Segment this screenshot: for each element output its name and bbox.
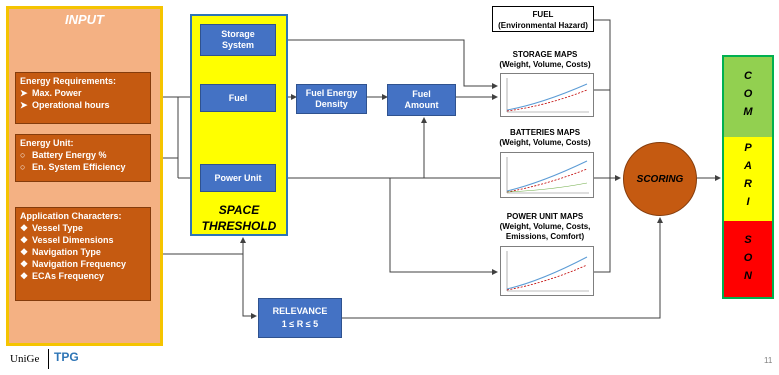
list-item: ❖ECAs Frequency bbox=[20, 271, 105, 281]
application-characters-box: Application Characters: ❖Vessel Type ❖Ve… bbox=[15, 207, 151, 301]
tpg-logo: TPG bbox=[54, 350, 79, 364]
arrow-bullet-icon: ➤ bbox=[20, 88, 28, 98]
scoring-circle: SCORING bbox=[623, 142, 697, 216]
list-item: ➤Max. Power bbox=[20, 88, 82, 98]
energy-requirements-heading: Energy Requirements: bbox=[20, 76, 117, 86]
storage-map-plot bbox=[500, 73, 594, 117]
unige-logo: UniGe bbox=[10, 353, 40, 365]
application-characters-heading: Application Characters: bbox=[20, 211, 122, 221]
power-unit-box: Power Unit bbox=[200, 164, 276, 192]
comparison-red-section: S O N bbox=[724, 221, 772, 297]
arrow-bullet-icon: ➤ bbox=[20, 100, 28, 110]
batteries-maps-title: BATTERIES MAPS (Weight, Volume, Costs) bbox=[499, 128, 591, 147]
relevance-box: RELEVANCE 1 ≤ R ≤ 5 bbox=[258, 298, 342, 338]
list-item: ❖Navigation Type bbox=[20, 247, 101, 257]
input-title: INPUT bbox=[65, 12, 104, 27]
diamond-bullet-icon: ❖ bbox=[20, 235, 29, 245]
power-unit-maps-title: POWER UNIT MAPS (Weight, Volume, Costs, … bbox=[499, 212, 591, 241]
fuel-amount-box: Fuel Amount bbox=[387, 84, 456, 116]
diamond-bullet-icon: ❖ bbox=[20, 271, 29, 281]
circle-bullet-icon: ○ bbox=[20, 162, 26, 172]
fuel-energy-density-box: Fuel Energy Density bbox=[296, 84, 367, 114]
energy-unit-heading: Energy Unit: bbox=[20, 138, 74, 148]
list-item: ❖Navigation Frequency bbox=[20, 259, 127, 269]
energy-unit-box: Energy Unit: ○Battery Energy % ○En. Syst… bbox=[15, 134, 151, 182]
logo-divider bbox=[48, 349, 49, 369]
comparison-bar: C O M P A R I S O N bbox=[722, 55, 774, 299]
storage-maps-title: STORAGE MAPS (Weight, Volume, Costs) bbox=[499, 50, 591, 69]
list-item: ○Battery Energy % bbox=[20, 150, 107, 160]
page-number: 11 bbox=[764, 356, 773, 365]
space-threshold-title: SPACE THRESHOLD bbox=[201, 203, 277, 233]
circle-bullet-icon: ○ bbox=[20, 150, 26, 160]
fuel-box: Fuel bbox=[200, 84, 276, 112]
diamond-bullet-icon: ❖ bbox=[20, 247, 29, 257]
batteries-map-plot bbox=[500, 152, 594, 198]
list-item: ❖Vessel Dimensions bbox=[20, 235, 114, 245]
batteries-map-curves bbox=[506, 157, 589, 194]
diamond-bullet-icon: ❖ bbox=[20, 223, 29, 233]
energy-requirements-box: Energy Requirements: ➤Max. Power ➤Operat… bbox=[15, 72, 151, 124]
comparison-green-section: C O M bbox=[724, 57, 772, 137]
power-unit-map-plot bbox=[500, 246, 594, 296]
list-item: ❖Vessel Type bbox=[20, 223, 83, 233]
comparison-yellow-section: P A R I bbox=[724, 137, 772, 221]
storage-map-curves bbox=[506, 78, 589, 113]
power-unit-map-curves bbox=[506, 251, 589, 292]
fuel-environmental-hazard-box: FUEL (Environmental Hazard) bbox=[492, 6, 594, 32]
storage-system-box: Storage System bbox=[200, 24, 276, 56]
list-item: ○En. System Efficiency bbox=[20, 162, 126, 172]
diamond-bullet-icon: ❖ bbox=[20, 259, 29, 269]
list-item: ➤Operational hours bbox=[20, 100, 110, 110]
